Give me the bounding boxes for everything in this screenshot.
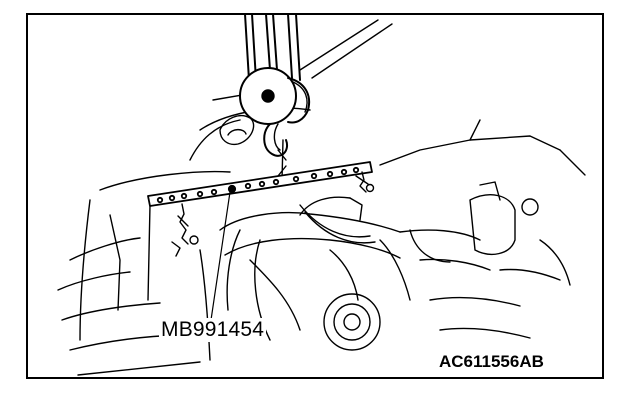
figure-code-label: AC611556AB [437, 352, 546, 372]
part-number-callout: MB991454 [159, 318, 267, 342]
center-chain [277, 139, 287, 181]
front-bumper-outline [57, 170, 231, 376]
engine-hanger-bar [147, 161, 373, 207]
right-chain [355, 171, 375, 193]
left-chain [171, 203, 199, 257]
hoist-ropes [244, 13, 301, 81]
callout-leader-line [210, 191, 231, 321]
pulley-block [239, 67, 310, 157]
figure-frame [26, 13, 604, 379]
